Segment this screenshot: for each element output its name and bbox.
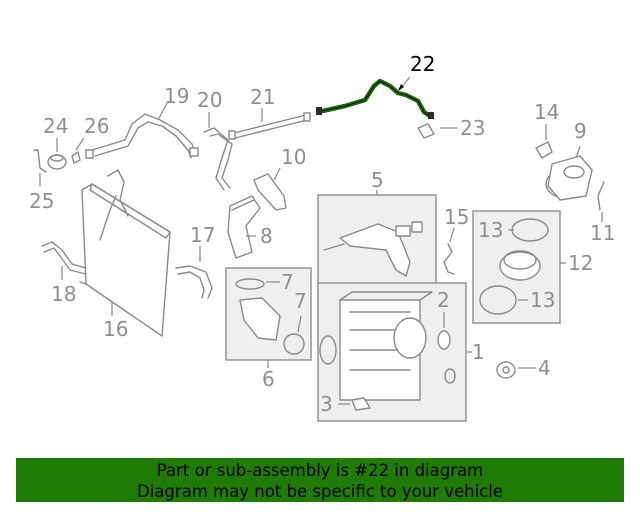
- callout-10: 10: [281, 145, 306, 169]
- banner-line-2: Diagram may not be specific to your vehi…: [137, 482, 503, 501]
- part-4-valve: [496, 361, 516, 379]
- callout-18: 18: [51, 282, 76, 306]
- part-18-hose: [41, 241, 87, 275]
- part-23-sensor: [417, 123, 435, 139]
- callout-22: 22: [410, 52, 435, 76]
- callout-15: 15: [444, 205, 469, 229]
- callout-1: 1: [472, 340, 485, 364]
- part-19-hose: [85, 113, 199, 159]
- callout-7b: 7: [294, 289, 307, 313]
- callout-21: 21: [250, 85, 275, 109]
- banner-line-1: Part or sub-assembly is #22 in diagram: [156, 461, 484, 480]
- callout-16: 16: [103, 317, 128, 341]
- callout-12: 12: [568, 251, 593, 275]
- callout-6: 6: [262, 367, 275, 391]
- part-17-hose: [175, 265, 213, 299]
- part-16-radiator: [79, 169, 171, 337]
- part-6-assembly: [235, 278, 305, 355]
- part-5-assembly: [323, 221, 423, 277]
- part-14-sensor: [535, 141, 553, 159]
- part-22-hose[interactable]: [315, 78, 434, 119]
- callout-7a: 7: [281, 270, 294, 294]
- callout-13b: 13: [530, 288, 555, 312]
- callout-8: 8: [260, 224, 273, 248]
- callout-9: 9: [574, 119, 587, 143]
- part-25-bracket: [33, 149, 47, 173]
- part-20-hose: [203, 127, 233, 191]
- part-2-seal: [437, 330, 451, 350]
- part-21-pipe: [228, 112, 311, 140]
- part-12-assembly: [479, 218, 549, 315]
- part-8-pipe: [227, 195, 261, 259]
- callout-23: 23: [460, 116, 485, 140]
- callout-19: 19: [164, 84, 189, 108]
- callout-14: 14: [534, 100, 559, 124]
- callout-13a: 13: [478, 218, 503, 242]
- info-banner: Part or sub-assembly is #22 in diagram D…: [16, 458, 624, 502]
- callout-2: 2: [437, 288, 450, 312]
- part-3-clip: [351, 397, 371, 411]
- callout-11: 11: [590, 221, 615, 245]
- part-1-intercooler: [319, 291, 433, 401]
- callout-17: 17: [190, 223, 215, 247]
- callout-24: 24: [43, 114, 68, 138]
- part-9-housing: [545, 155, 593, 201]
- part-10-bracket: [253, 173, 287, 211]
- part-24-valve: [47, 154, 67, 170]
- part-11-bracket: [597, 181, 605, 211]
- part-26-clip: [71, 151, 81, 164]
- callout-3: 3: [320, 392, 333, 416]
- callout-5: 5: [371, 168, 384, 192]
- part-15-sensor: [443, 243, 455, 275]
- callout-26: 26: [84, 114, 109, 138]
- callout-20: 20: [197, 88, 222, 112]
- callout-25: 25: [29, 189, 54, 213]
- callout-4: 4: [538, 356, 551, 380]
